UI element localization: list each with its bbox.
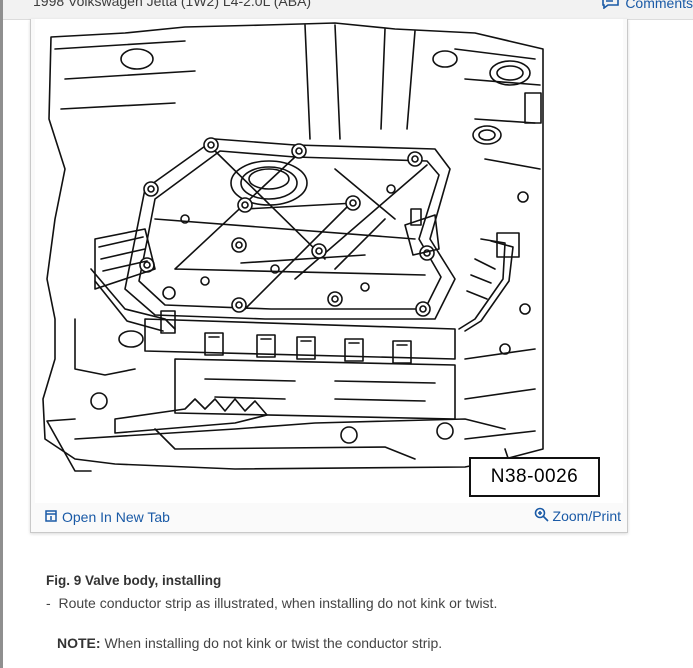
bullet-text: Route conductor strip as illustrated, wh… xyxy=(58,595,498,611)
open-in-new-tab-label: Open In New Tab xyxy=(62,509,170,525)
zoom-print-link[interactable]: Zoom/Print xyxy=(534,507,621,525)
figure-footer: Open In New Tab Zoom/Print xyxy=(31,505,627,531)
figure-code-label: N38-0026 xyxy=(469,457,600,497)
vehicle-title: 1998 Volkswagen Jetta (1W2) L4-2.0L (ABA… xyxy=(33,0,312,9)
instruction-bullet: - Route conductor strip as illustrated, … xyxy=(46,595,497,611)
comments-label: Comments xyxy=(625,0,693,11)
left-edge-strip xyxy=(0,0,3,668)
note-text: When installing do not kink or twist the… xyxy=(104,635,443,651)
valve-body-diagram[interactable]: N38-0026 xyxy=(35,19,623,503)
document-header: 1998 Volkswagen Jetta (1W2) L4-2.0L (ABA… xyxy=(3,0,693,20)
figure-caption: Fig. 9 Valve body, installing xyxy=(46,573,222,588)
comment-icon xyxy=(602,0,620,12)
figure-frame: N38-0026 Open In New Tab Zoom/Print xyxy=(30,19,628,533)
bullet-marker: - xyxy=(46,595,51,611)
comments-button[interactable]: Comments xyxy=(602,0,693,13)
note-label: NOTE: xyxy=(57,635,101,651)
note-paragraph: NOTE: When installing do not kink or twi… xyxy=(57,635,442,651)
zoom-in-icon xyxy=(534,507,549,525)
open-in-new-tab-icon xyxy=(45,509,57,525)
zoom-print-label: Zoom/Print xyxy=(552,508,621,524)
open-in-new-tab-link[interactable]: Open In New Tab xyxy=(45,509,170,525)
